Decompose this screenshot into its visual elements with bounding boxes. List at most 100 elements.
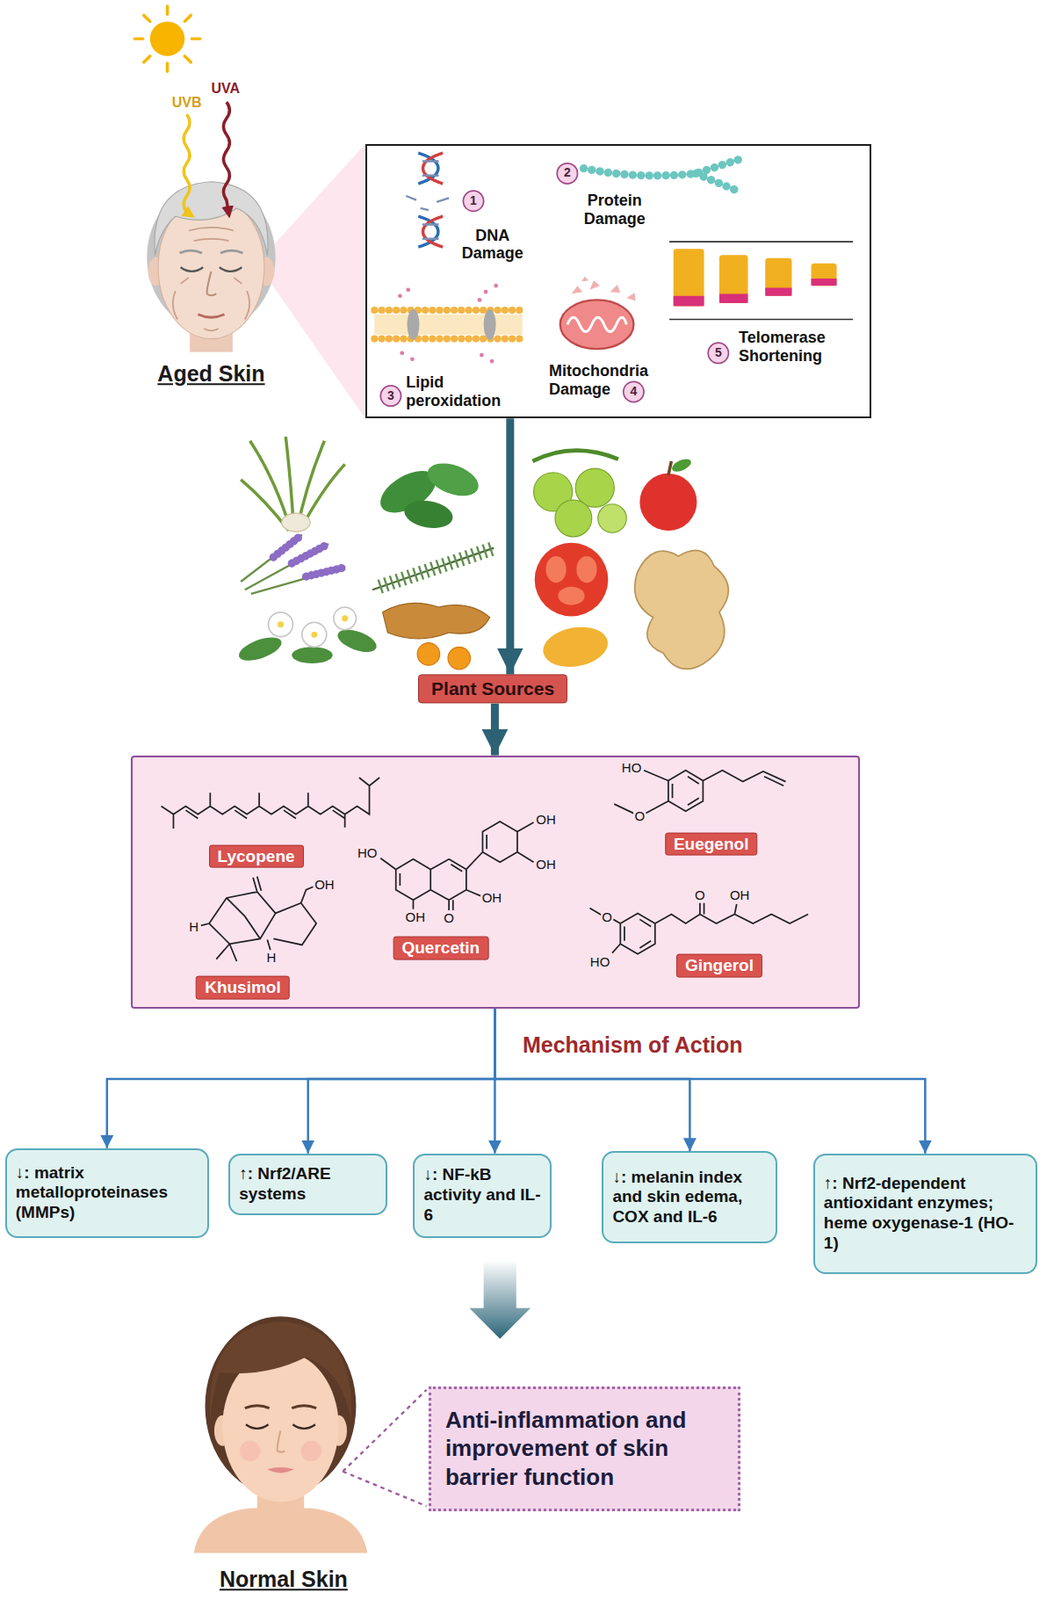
connector	[494, 1008, 925, 1154]
jasmine-leaf	[291, 646, 333, 664]
protein-strand	[583, 158, 740, 192]
node-text: ↓: melanin index and skin edema, COX and…	[612, 1167, 767, 1228]
sun-disc	[150, 21, 185, 56]
ray-label: UVA	[210, 80, 240, 97]
damage-label: Mitochondria Damage	[548, 362, 672, 399]
atom-label: O	[693, 887, 707, 903]
lipid-heads	[374, 310, 522, 340]
amla-fruit	[555, 499, 592, 537]
mechanism-box: ↓: matrix metalloproteinases (MMPs)	[5, 1147, 210, 1238]
atom-label: O	[634, 808, 647, 824]
sun-rays	[134, 6, 200, 72]
quercetin-structure	[380, 821, 534, 910]
ray-label: UVB	[172, 95, 203, 112]
tomato-chamber	[576, 555, 597, 583]
eyebrows	[179, 250, 243, 253]
node-text: ↓: matrix metalloproteinases (MMPs)	[15, 1162, 199, 1223]
callout-lines	[342, 1389, 426, 1506]
callout-circle	[380, 385, 401, 406]
node-text: Lycopene	[217, 845, 296, 867]
compound-tag: Gingerol	[676, 953, 763, 978]
blush	[301, 1440, 322, 1461]
closed-eyes	[180, 267, 243, 272]
mouth	[197, 314, 224, 318]
atom-label: HO	[356, 845, 379, 861]
mitochondrion	[560, 299, 635, 349]
amla-twig	[532, 450, 619, 462]
callout-circle	[707, 342, 729, 363]
telomere-block	[811, 263, 838, 287]
guide-lines	[669, 241, 853, 319]
telomere-block	[719, 254, 749, 304]
apple-stem	[668, 461, 672, 476]
damage-panel-ground	[365, 144, 872, 419]
figure-label: Normal Skin	[219, 1567, 348, 1593]
figure-label: Aged Skin	[157, 362, 265, 388]
node-text: Gingerol	[685, 955, 754, 976]
cristae	[567, 317, 627, 332]
lemongrass-bulb	[281, 512, 311, 532]
node-text: Khusimol	[204, 977, 282, 998]
callout-number: 3	[387, 389, 395, 403]
mechanism-box: ↓: melanin index and skin edema, COX and…	[601, 1150, 778, 1243]
wrinkles	[173, 227, 250, 331]
eugenol-structure	[613, 770, 786, 814]
tomato-chamber	[557, 586, 585, 606]
damage-label: DNA Damage	[453, 226, 533, 263]
structures	[161, 770, 809, 961]
atom-label: HO	[620, 759, 643, 775]
rosemary-stem	[372, 548, 494, 591]
jasmine-centers	[280, 618, 345, 636]
eyebrows	[245, 1405, 317, 1408]
damage-label: Protein Damage	[572, 192, 657, 229]
atom-label: OH	[534, 857, 557, 873]
dna-strand	[418, 152, 439, 247]
outcome-box: Anti-inflammation and improvement of ski…	[428, 1386, 741, 1511]
turmeric-slice	[447, 646, 471, 670]
aged-face	[146, 181, 275, 353]
callout-circle	[623, 381, 644, 402]
normal-face	[194, 1315, 368, 1553]
node-text: Anti-inflammation and improvement of ski…	[445, 1405, 724, 1492]
sun	[134, 6, 200, 72]
hair-top	[154, 181, 268, 256]
atom-label: OH	[729, 887, 751, 903]
node-text: Quercetin	[401, 938, 480, 959]
atom-label: HO	[589, 954, 612, 970]
ros-dots	[399, 285, 496, 361]
blush	[239, 1440, 260, 1461]
node-text: Euegenol	[673, 833, 750, 854]
compound-panel-ground	[130, 754, 861, 1008]
jasmine-leaf	[236, 632, 285, 665]
dna-rungs	[405, 160, 449, 239]
mitochondria-icon	[560, 276, 636, 349]
damage-label: Lipid peroxidation	[405, 373, 520, 410]
lips	[267, 1466, 294, 1473]
section-heading: Mechanism of Action	[522, 1032, 744, 1058]
mango	[540, 621, 612, 672]
uva-ray	[223, 101, 230, 212]
rosemary-needles	[379, 548, 492, 587]
nose	[207, 271, 217, 296]
connector	[308, 1008, 496, 1154]
compound-tag: Quercetin	[392, 936, 489, 961]
uvb-ray	[183, 114, 190, 215]
apple-leaf	[670, 455, 694, 474]
damage-label: Telomerase Shortening	[738, 328, 853, 365]
closed-eyes	[245, 1423, 316, 1429]
nose	[277, 1429, 285, 1452]
callout-number: 4	[629, 384, 637, 398]
atom-label: OH	[481, 890, 504, 906]
amla-fruit	[598, 504, 628, 534]
basil-leaf	[423, 456, 484, 502]
lycopene-structure	[161, 777, 381, 829]
telomere-cap	[811, 278, 838, 286]
callout-circles	[380, 163, 729, 406]
result-arrow	[469, 1259, 531, 1338]
atom-label: O	[442, 910, 455, 926]
telomere-icon	[669, 241, 853, 319]
zoom-wedge	[257, 144, 366, 419]
